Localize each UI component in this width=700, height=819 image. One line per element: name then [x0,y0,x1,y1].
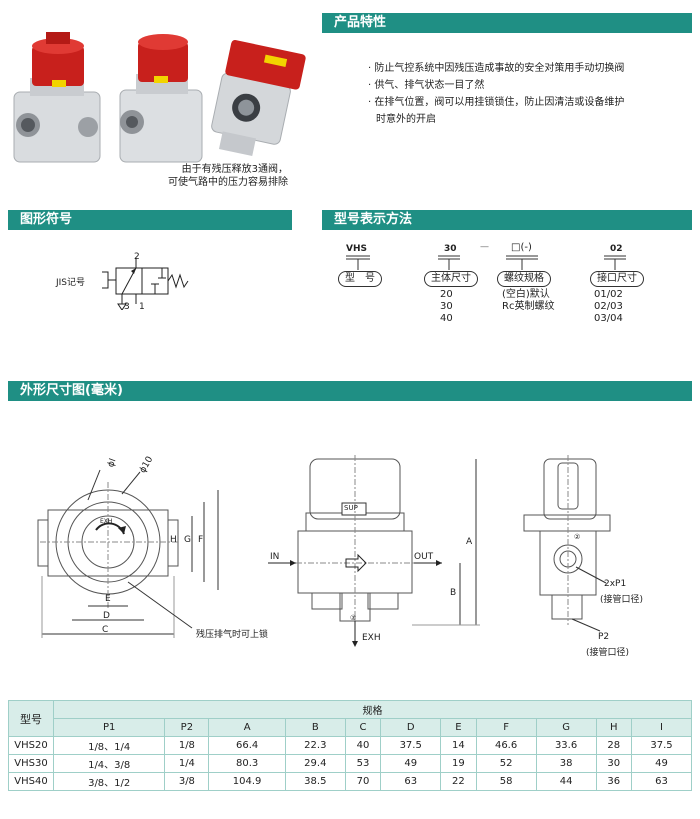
body-size-list: 20 30 40 [440,289,453,324]
code-prefix: VHS [346,244,367,254]
port-size-list: 01/02 02/03 03/04 [594,289,623,324]
end-view-drawing [523,455,611,632]
exh-label: EXH [362,633,381,643]
in-label: IN [270,552,280,562]
product-photo-1 [13,32,101,163]
p2-label: P2 [598,632,610,642]
p1-note: (接管口径) [600,595,644,605]
dim-d: D [103,611,110,621]
spec-header: 规格 [53,700,692,719]
thread-list: (空白)默认 Rc英制螺纹 [502,289,555,312]
code-thread: □(-) [511,242,532,253]
feature-item: · 防止气控系统中因残压造成事故的安全对策用手动切换阀 [368,63,625,74]
col-header: F [475,718,537,737]
dim-b: B [450,588,457,598]
feature-item: · 在排气位置，阀可以用挂锁锁住，防止因清洁或设备维护 [368,97,625,108]
code-dash: — [480,242,489,252]
dim-f: F [198,535,204,545]
lock-note: 残压排气时可上锁 [196,630,269,640]
product-photo-3 [211,40,306,157]
table-row: VHS30 1/4、3/8 1/4 80.3 29.4 53 49 19 52 … [8,754,693,773]
port-label-2: 2 [134,252,140,262]
row-model: VHS20 [8,736,54,755]
side-view-drawing [268,455,480,647]
code-connectors [346,255,626,270]
model-code-title: 型号表示方法 [334,212,413,227]
dim-e: E [105,594,111,604]
col-header: G [535,718,597,737]
feature-item: · 供气、排气状态一目了然 [368,80,485,91]
col-header: P2 [164,718,210,737]
dim-g: G [184,535,191,545]
model-header: 型号 [8,700,54,737]
jis-symbol [102,258,189,310]
port-mark-2: ② [574,533,581,541]
label-thread: 螺纹规格 [497,271,551,287]
col-header: H [595,718,632,737]
dim-h: H [170,535,177,545]
port-mark-3: ③ [350,614,357,622]
col-header: P1 [52,718,166,737]
col-header: C [344,718,382,737]
symbol-bar [8,210,292,230]
col-header: A [208,718,286,737]
label-model: 型 号 [338,271,382,287]
features-title: 产品特性 [334,15,387,30]
features-list: · 防止气控系统中因残压造成事故的安全对策用手动切换阀 · 供气、排气状态一目了… [368,60,688,128]
model-code-bar [322,210,692,230]
dim-a: A [466,537,473,547]
col-header: I [630,718,693,737]
code-port: 02 [610,244,623,254]
label-port: 接口尺寸 [590,271,644,287]
col-header: B [284,718,346,737]
symbol-title: 图形符号 [20,212,73,227]
col-header: E [440,718,477,737]
dim-c: C [102,625,109,635]
features-bar [322,13,692,33]
photo-caption: 由于有残压释放3通阀， 可使气路中的压力容易排除 [168,164,288,188]
col-header: D [380,718,442,737]
port-label-1: 1 [139,302,145,312]
jis-label: JIS记号 [56,278,86,288]
spec-table: 型号 规格 P1 P2 A B C D E F G H I VHS20 1/8、… [8,700,693,791]
product-photos [13,32,306,163]
sup-label: SUP [344,504,358,512]
exh-small-label: EXH [100,518,113,525]
out-label: OUT [414,552,434,562]
p1-label: 2xP1 [604,579,627,589]
row-model: VHS40 [8,772,54,791]
label-body-size: 主体尺寸 [424,271,478,287]
p2-note: (接管口径) [586,648,630,658]
dimensions-title: 外形尺寸图(毫米) [20,383,123,398]
table-row: VHS40 3/8、1/2 3/8 104.9 38.5 70 63 22 58… [8,772,693,791]
product-photo-2 [119,34,203,163]
table-row: VHS20 1/8、1/4 1/8 66.4 22.3 40 37.5 14 4… [8,736,693,755]
code-size: 30 [444,244,457,254]
feature-item: 时意外的开启 [376,114,436,125]
row-model: VHS30 [8,754,54,773]
dimensions-bar [8,381,692,401]
port-label-3: 3 [124,302,130,312]
front-view-drawing [37,469,219,638]
